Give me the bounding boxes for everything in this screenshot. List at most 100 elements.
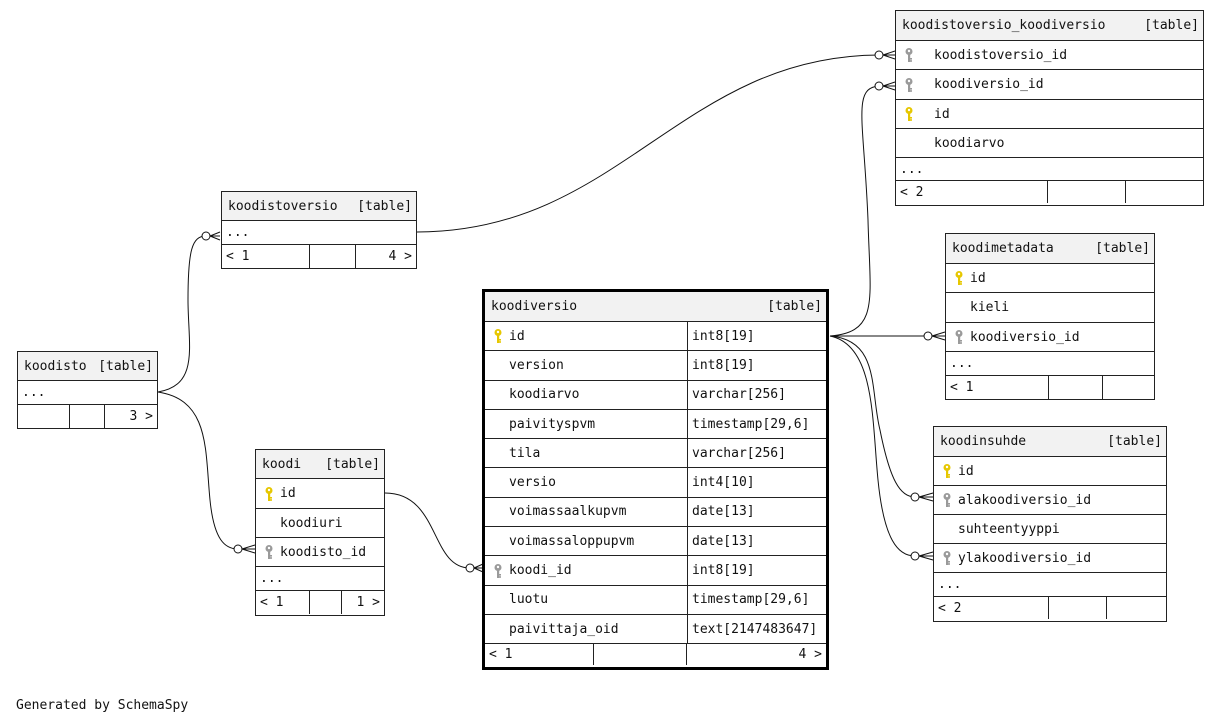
table-header[interactable]: koodinsuhde [table] (934, 427, 1166, 457)
edge-end-circle (233, 544, 243, 554)
edge-end-circle (874, 50, 884, 60)
column-row[interactable]: kieli (946, 293, 1154, 323)
column-row[interactable]: id (946, 264, 1154, 293)
table-header[interactable]: koodimetadata [table] (946, 234, 1154, 264)
column-name: koodiversio_id (970, 329, 1080, 345)
parents-count[interactable]: < 2 (896, 181, 1048, 203)
parents-count[interactable] (18, 405, 70, 428)
no-key (902, 135, 916, 151)
column-row[interactable]: koodiversio_id (896, 70, 1203, 100)
children-count[interactable]: 3 > (129, 409, 153, 424)
table-footer: < 1 (946, 376, 1154, 399)
table-footer: < 2 (896, 181, 1203, 203)
column-type: int8[19] (687, 322, 826, 351)
edge-end-circle (910, 492, 920, 502)
table-tag: [table] (98, 358, 153, 374)
parents-count[interactable]: < 1 (256, 591, 310, 614)
parents-count[interactable]: < 1 (222, 245, 310, 268)
table-header[interactable]: koodistoversio_koodiversio [table] (896, 11, 1203, 41)
no-key (491, 475, 505, 491)
column-row[interactable]: koodiarvo (896, 129, 1203, 158)
table-tag: [table] (325, 456, 380, 472)
table-name: koodimetadata (952, 241, 1054, 256)
edge-koodiversio-koodinsuhde-yla (829, 335, 916, 557)
column-row[interactable]: ylakoodiversio_id (934, 544, 1166, 573)
parents-count[interactable]: < 1 (485, 644, 594, 666)
no-key (491, 445, 505, 461)
crow-foot (882, 81, 896, 91)
table-header[interactable]: koodi [table] (256, 450, 384, 479)
table-koodistoversio-koodiversio[interactable]: koodistoversio_koodiversio [table] koodi… (895, 10, 1204, 206)
table-footer: < 2 (934, 597, 1166, 619)
column-row[interactable]: koodistoversio_id (896, 41, 1203, 70)
table-koodistoversio[interactable]: koodistoversio [table] ... < 1 4 > (221, 191, 417, 269)
column-name: version (509, 357, 564, 373)
table-koodisto[interactable]: koodisto [table] ... 3 > (17, 351, 158, 429)
column-row[interactable]: id (256, 479, 384, 509)
column-row[interactable]: koodiuri (256, 509, 384, 538)
children-count[interactable] (1107, 597, 1166, 619)
crow-foot (882, 50, 896, 60)
no-key (491, 504, 505, 520)
more-columns: ... (222, 221, 416, 245)
column-row[interactable]: suhteentyyppi (934, 515, 1166, 544)
footer-spacer (310, 245, 356, 268)
parents-count[interactable]: < 1 (946, 376, 1049, 399)
edge-end-circle (874, 81, 884, 91)
table-koodinsuhde[interactable]: koodinsuhde [table] id alakoodiversio_id… (933, 426, 1167, 622)
column-name: id (958, 463, 974, 479)
column-name: id (509, 328, 525, 344)
column-row[interactable]: id (896, 100, 1203, 129)
table-footer: 3 > (18, 405, 157, 428)
table-koodi[interactable]: koodi [table] id koodiuri koodisto_id ..… (255, 449, 385, 616)
column-name: koodiarvo (934, 135, 1005, 151)
table-header[interactable]: koodistoversio [table] (222, 192, 416, 221)
column-row[interactable]: alakoodiversio_id (934, 486, 1166, 515)
column-name: koodiuri (280, 515, 343, 531)
parents-count[interactable]: < 2 (934, 597, 1049, 619)
table-tag: [table] (767, 299, 822, 314)
column-name: paivityspvm (509, 416, 596, 432)
table-header[interactable]: koodisto [table] (18, 352, 157, 381)
column-row[interactable]: koodiversio_id (946, 323, 1154, 352)
table-koodimetadata[interactable]: koodimetadata [table] id kieli koodivers… (945, 233, 1155, 400)
footer-spacer (70, 405, 105, 428)
edge-koodisto-koodi (157, 391, 239, 550)
generated-by-footer: Generated by SchemaSpy (16, 698, 189, 713)
column-name: voimassaalkupvm (509, 504, 627, 520)
column-name: alakoodiversio_id (958, 492, 1092, 508)
children-count[interactable]: 4 > (388, 249, 412, 264)
column-type: timestamp[29,6] (687, 409, 826, 439)
column-name: koodi_id (509, 563, 572, 579)
primary-key-icon (940, 463, 954, 479)
column-row[interactable]: id int8[19] (485, 322, 826, 352)
edge-end-circle (910, 551, 920, 561)
column-name: koodiversio_id (934, 77, 1044, 92)
column-row[interactable]: paivityspvm timestamp[29,6] (485, 409, 826, 440)
children-count[interactable] (1103, 376, 1154, 399)
table-tag: [table] (1095, 241, 1150, 256)
column-row[interactable]: id (934, 457, 1166, 486)
primary-key-icon (491, 328, 505, 344)
column-row[interactable]: koodisto_id (256, 538, 384, 567)
column-name: id (280, 486, 296, 501)
column-name: koodisto_id (280, 544, 367, 560)
children-count[interactable]: 4 > (798, 647, 822, 663)
foreign-key-icon (262, 544, 276, 560)
table-header[interactable]: koodiversio [table] (485, 292, 826, 322)
children-count[interactable] (1126, 181, 1203, 203)
column-type: text[2147483647] (687, 614, 826, 644)
children-count[interactable]: 1 > (356, 595, 380, 610)
column-name: versio (509, 475, 556, 491)
crow-foot (241, 544, 256, 554)
